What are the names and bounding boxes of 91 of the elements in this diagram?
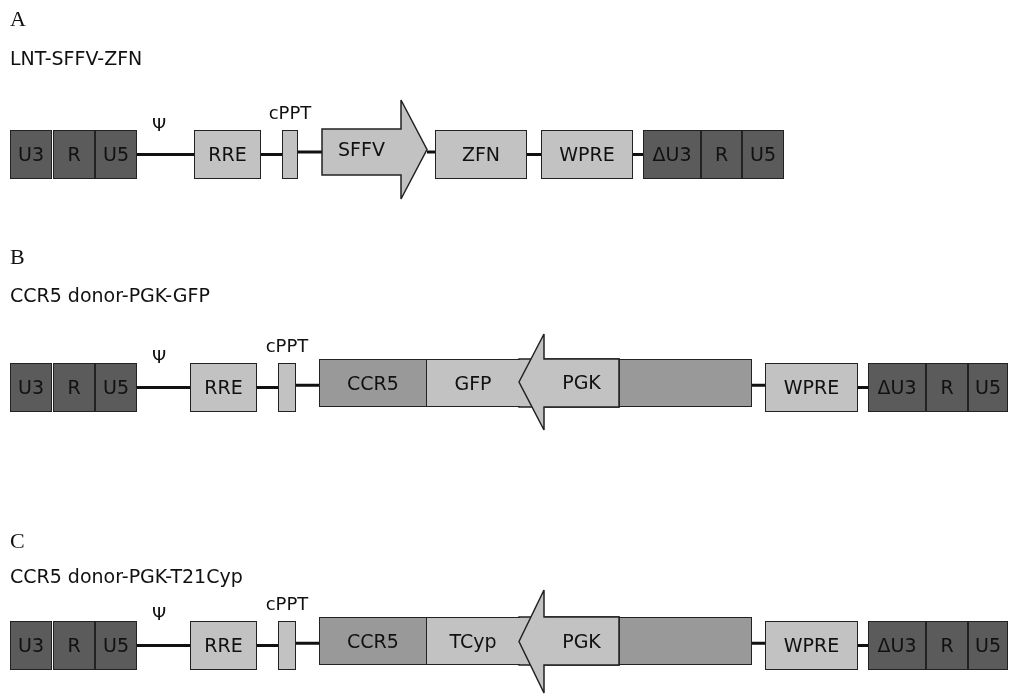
segment-label: RRE [208,145,247,164]
connector-line [261,153,282,156]
vector-segment [194,130,261,179]
connector-line [752,641,765,645]
vector-segment [53,363,95,412]
connector-line [633,153,643,156]
segment-label: R [67,636,81,655]
connector-line [858,386,868,389]
segment-label: U3 [18,378,44,397]
vector-segment [95,130,137,179]
vector-segment [190,621,257,670]
construct-title: LNT-SFFV-ZFN [10,49,143,68]
vector-segment [53,621,95,670]
vector-segment [53,130,95,179]
vector-segment [868,621,926,670]
vector-element [618,359,752,407]
segment-label: R [940,378,954,397]
segment-label: ΔU3 [877,636,917,655]
segment-label: WPRE [559,145,615,164]
vector-segment [926,621,968,670]
vector-segment [319,617,427,665]
psi-label: Ψ [152,605,167,623]
connector-line [137,644,190,647]
vector-segment [95,363,137,412]
segment-label: CCR5 [347,631,399,651]
connector-line [257,386,278,389]
segment-label: U5 [103,378,129,397]
segment-label: U5 [103,636,129,655]
vector-segment [95,621,137,670]
vector-segment [742,130,784,179]
vector-segment [10,130,52,179]
segment-label: PGK [562,632,601,651]
connector-line [296,383,319,387]
element-label: cPPT [265,595,309,613]
segment-label: U5 [975,636,1001,655]
segment-label: U5 [103,145,129,164]
psi-label: Ψ [152,348,167,366]
vector-segment [190,363,257,412]
segment-label: CCR5 [347,373,399,393]
panel-letter: A [10,8,26,30]
segment-label: R [714,145,729,164]
panel-letter: C [10,530,25,552]
vector-segment [926,363,968,412]
vector-segment [541,130,633,179]
segment-label: GFP [454,373,492,393]
connector-line [298,150,322,154]
vector-segment [868,363,926,412]
connector-line [527,153,541,156]
vector-segment [426,617,519,665]
connector-line [858,644,868,647]
vector-element [618,617,752,665]
segment-label: U5 [975,378,1001,397]
connector-line [137,386,190,389]
segment-label: WPRE [783,636,840,655]
panel-letter: B [10,246,25,268]
segment-label: TCyp [449,631,497,651]
vector-segment [968,621,1008,670]
construct-title: CCR5 donor-PGK-GFP [10,286,210,305]
connector-line [427,150,435,154]
vector-segment [319,359,427,407]
segment-label: RRE [204,378,243,397]
segment-label: WPRE [783,378,840,397]
construct-title: CCR5 donor-PGK-T21Cyp [10,567,243,586]
vector-segment [426,359,519,407]
vector-segment [968,363,1008,412]
segment-label: U5 [750,145,776,164]
segment-label: R [67,145,81,164]
segment-label: R [940,636,954,655]
connector-line [296,641,319,645]
element-label: cPPT [268,104,312,122]
segment-label: RRE [204,636,243,655]
segment-label: R [67,378,81,397]
element-label: cPPT [265,337,309,355]
segment-label: SFFV [338,140,385,159]
connector-line [752,383,765,387]
segment-label: ΔU3 [877,378,917,397]
segment-label: U3 [18,636,44,655]
segment-label: PGK [562,372,601,392]
segment-label: ZFN [461,145,501,164]
vector-segment [701,130,742,179]
vector-segment [435,130,527,179]
psi-label: Ψ [152,116,167,134]
connector-line [137,153,194,156]
vector-segment [765,621,858,670]
vector-segment [10,363,52,412]
vector-segment [643,130,701,179]
segment-label: U3 [18,145,44,164]
connector-line [257,644,278,647]
segment-label: ΔU3 [652,145,692,164]
vector-segment [10,621,52,670]
vector-segment [765,363,858,412]
